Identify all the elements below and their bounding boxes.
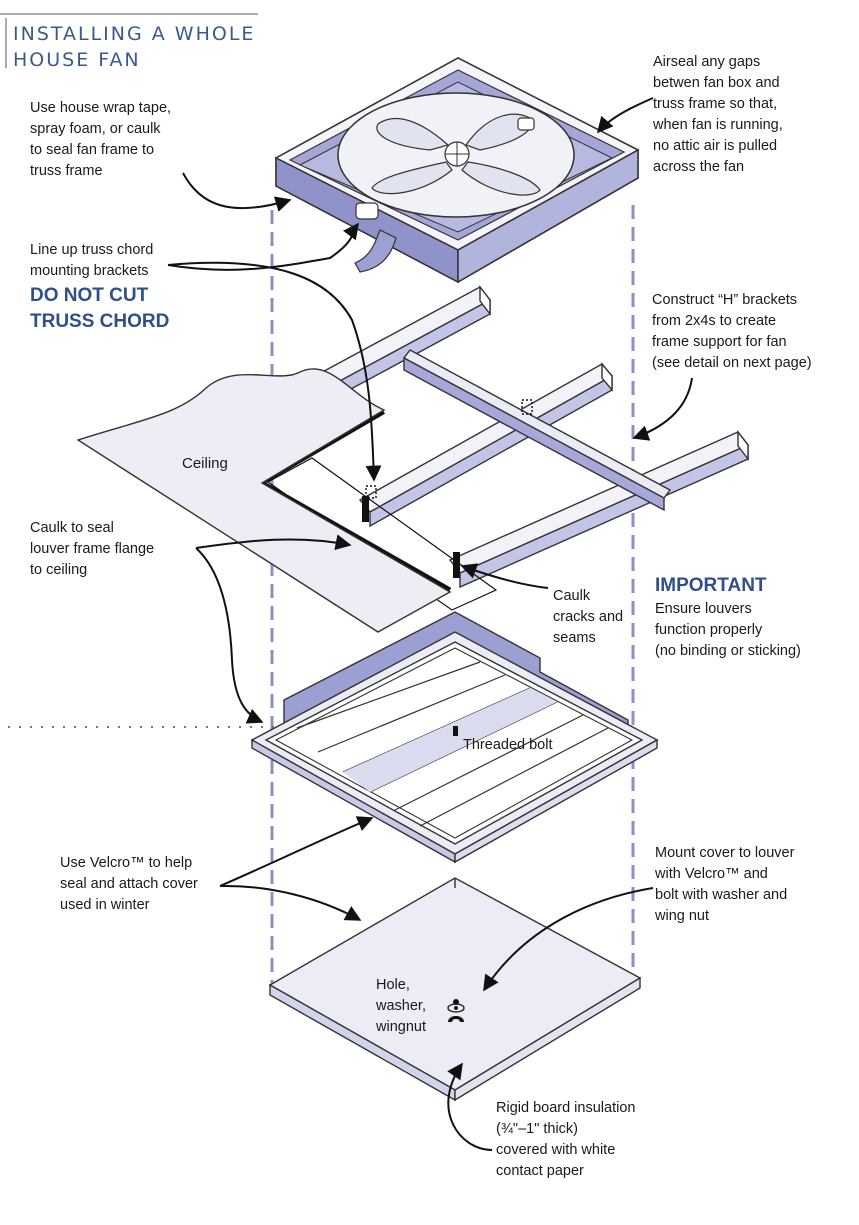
wingnut-icon xyxy=(448,1016,464,1022)
alignment-guides xyxy=(270,205,635,990)
leader-arrows xyxy=(167,97,693,1151)
label-line-up-brackets: Line up truss chord mounting brackets xyxy=(30,242,154,279)
label-construct-h-brackets: Construct “H” brackets from 2x4s to crea… xyxy=(652,292,812,371)
callout-important: IMPORTANT xyxy=(655,575,767,596)
louver-assembly xyxy=(250,611,659,864)
ceiling-panel xyxy=(76,368,452,633)
fan-box xyxy=(274,57,640,284)
page-title-line-1: INSTALLING A WHOLE xyxy=(13,23,256,45)
page-title-line-2: HOUSE FAN xyxy=(13,49,141,71)
title-frame xyxy=(0,13,258,68)
fan-blades xyxy=(371,113,541,196)
label-rigid-board: Rigid board insulation (¾"–1" thick) cov… xyxy=(496,1100,636,1179)
label-velcro: Use Velcro™ to help seal and attach cove… xyxy=(60,855,198,913)
label-caulk-cracks: Caulk cracks and seams xyxy=(553,588,624,646)
callout-do-not-cut: DO NOT CUT TRUSS CHORD xyxy=(30,285,170,332)
truss-frame xyxy=(260,284,750,611)
label-airseal: Airseal any gaps betwen fan box and trus… xyxy=(653,54,783,175)
label-house-wrap: Use house wrap tape, spray foam, or caul… xyxy=(30,100,172,179)
mounting-bracket xyxy=(354,202,397,273)
label-ensure-louvers: Ensure louvers function properly (no bin… xyxy=(655,601,801,659)
label-hole-washer-wingnut: Hole, washer, wingnut xyxy=(376,977,426,1035)
label-ceiling: Ceiling xyxy=(182,455,228,472)
insulation-cover xyxy=(268,877,642,1102)
label-mount-cover: Mount cover to louver with Velcro™ and b… xyxy=(655,845,795,924)
label-caulk-seal-flange: Caulk to seal louver frame flange to cei… xyxy=(30,520,155,578)
label-threaded-bolt: Threaded bolt xyxy=(463,737,553,753)
